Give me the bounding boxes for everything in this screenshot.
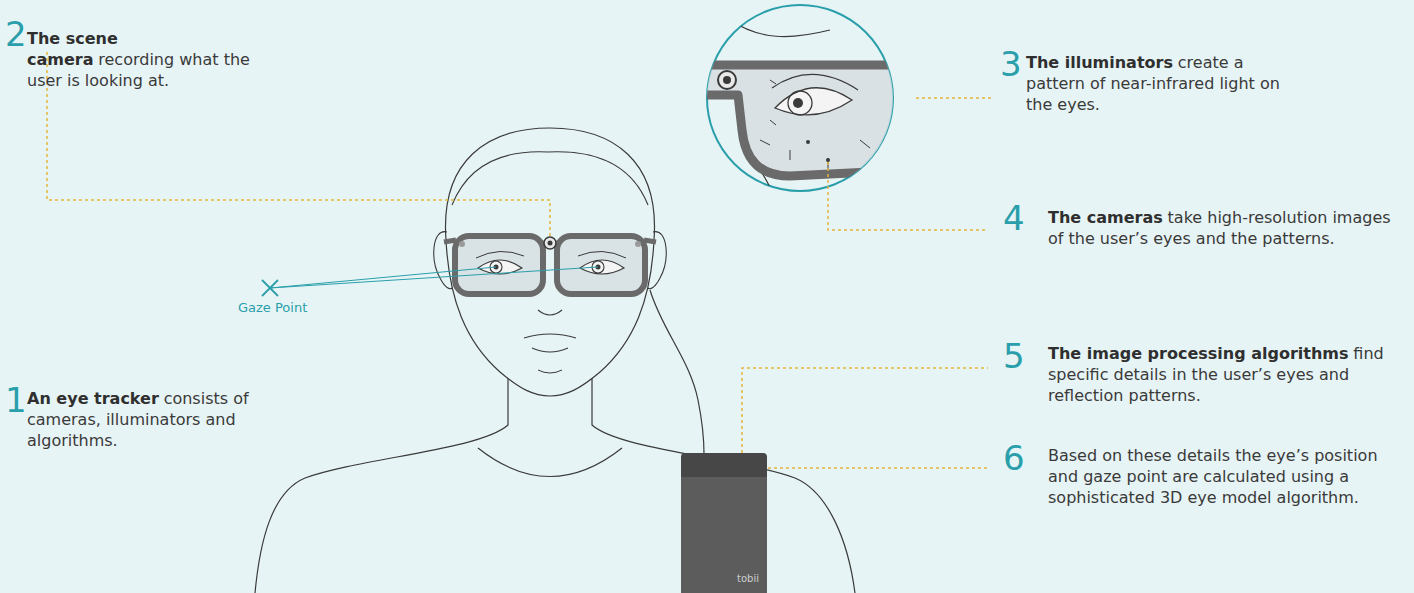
- shoulder-outline: [255, 372, 508, 593]
- head-outline: [445, 128, 654, 396]
- callout-text-block: Based on these details the eye’s positio…: [1048, 445, 1378, 508]
- callout-description: Based on these details the eye’s positio…: [1048, 446, 1378, 507]
- leader-line: [828, 162, 988, 230]
- callout-text-block: An eye trackerconsists of cameras, illum…: [27, 388, 282, 451]
- lens-closeup: [700, 65, 920, 176]
- sensor-mark: [760, 80, 905, 170]
- illuminator-dot: [459, 241, 465, 247]
- gaze-point-mark: [262, 280, 278, 296]
- cable: [650, 290, 704, 454]
- callout-heading: The image processing algorithms: [1048, 344, 1349, 363]
- eyelid: [476, 251, 626, 258]
- scene-camera: [718, 71, 736, 89]
- brand-logo: tobii: [737, 573, 759, 584]
- neckline: [478, 448, 622, 477]
- camera-dot: [806, 140, 810, 144]
- tracker-unit: tobii: [681, 453, 767, 593]
- gaze-point-label: Gaze Point: [238, 300, 307, 315]
- eye-closeup: [775, 88, 852, 115]
- callout-number: 4: [1003, 200, 1025, 236]
- nose: [538, 310, 562, 315]
- scene-camera-lens: [548, 241, 553, 246]
- camera-dot: [826, 158, 830, 162]
- callout-number: 5: [1003, 338, 1025, 374]
- gaze-line: [270, 267, 598, 288]
- callout-text-block: The image processing algorithmsfind spec…: [1048, 343, 1398, 406]
- callout-number: 2: [5, 16, 27, 52]
- scene-camera-lens: [723, 76, 731, 84]
- illuminator: [906, 89, 914, 97]
- scene-camera: [544, 237, 556, 249]
- callout-text-block: The camerastake high-resolution images o…: [1048, 207, 1393, 249]
- callout-number: 3: [1000, 46, 1022, 82]
- eyelid: [772, 74, 858, 90]
- leader-line: [742, 368, 988, 453]
- callout-number: 1: [5, 382, 27, 418]
- callout-heading: The cameras: [1048, 208, 1163, 227]
- illuminator: [906, 76, 914, 84]
- mouth: [524, 334, 576, 352]
- callout-text-block: The scene camerarecording what the user …: [27, 28, 267, 91]
- leader-line: [916, 97, 992, 99]
- callout-text-block: The illuminatorscreate a pattern of near…: [1026, 52, 1291, 115]
- iris: [788, 91, 812, 115]
- callout-number: 6: [1003, 440, 1025, 476]
- illuminator-dot: [635, 241, 641, 247]
- eye: [580, 260, 624, 274]
- hairline: [452, 152, 648, 205]
- inset-detail: [700, 10, 920, 210]
- callout-heading: The illuminators: [1026, 53, 1173, 72]
- callout-heading: An eye tracker: [27, 389, 159, 408]
- pupil: [793, 98, 803, 108]
- glasses-lens: [455, 236, 543, 294]
- chin: [538, 370, 562, 373]
- glasses-lens: [557, 236, 645, 294]
- leader-line: [768, 467, 988, 469]
